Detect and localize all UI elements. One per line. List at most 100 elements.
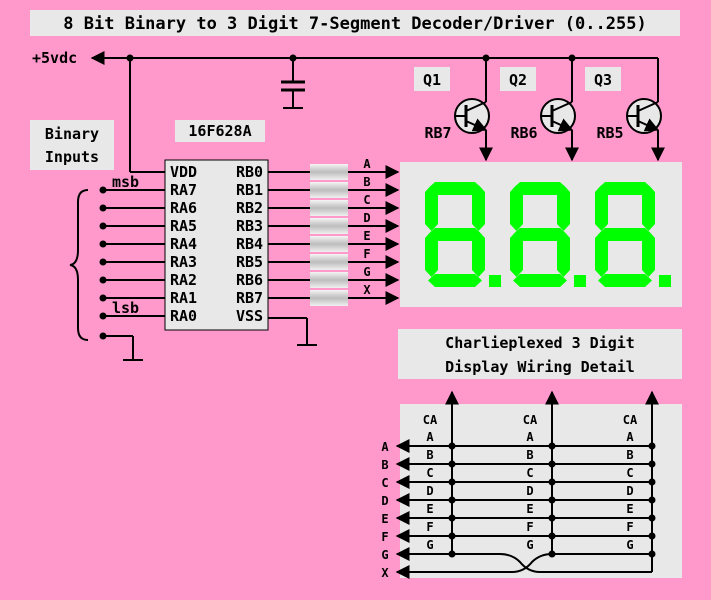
junction-dot	[448, 532, 456, 540]
inputs-label-line1: Binary	[45, 125, 99, 143]
transistor-label: Q1	[423, 71, 441, 89]
resistor	[310, 182, 348, 198]
junction-dot	[448, 496, 456, 504]
input-terminal	[99, 186, 107, 194]
transistor-base-label: RB6	[510, 124, 537, 142]
resistor	[310, 290, 348, 306]
transistor-label: Q3	[594, 71, 612, 89]
detail-row-label: X	[381, 566, 389, 580]
detail-panel	[400, 404, 682, 578]
decimal-point	[659, 275, 671, 287]
chip-pin-ra2: RA2	[170, 271, 197, 289]
junction-dot	[648, 478, 656, 486]
lsb-label: lsb	[112, 299, 139, 317]
digit-pin-label: D	[626, 484, 633, 498]
detail-row-label: G	[381, 548, 388, 562]
chip-pin-ra4: RA4	[170, 235, 197, 253]
chip-pin-rb1: RB1	[236, 181, 263, 199]
chip-pin-rb0: RB0	[236, 163, 263, 181]
chip-pin-rb5: RB5	[236, 253, 263, 271]
segment-line-label: G	[363, 265, 370, 279]
segment-line-label: B	[363, 175, 370, 189]
resistor	[310, 272, 348, 288]
chip-pin-rb7: RB7	[236, 289, 263, 307]
digit-pin-label: A	[426, 430, 434, 444]
supply-label: +5vdc	[32, 49, 77, 67]
detail-row-label: E	[381, 512, 388, 526]
decimal-point	[574, 275, 586, 287]
common-anode-label: CA	[423, 413, 438, 427]
detail-title-line2: Display Wiring Detail	[445, 358, 635, 376]
transistor-base-label: RB5	[596, 124, 623, 142]
junction-dot	[548, 460, 556, 468]
junction-dot	[648, 442, 656, 450]
junction-dot	[648, 532, 656, 540]
chip-pin-ra7: RA7	[170, 181, 197, 199]
inputs-label-line2: Inputs	[45, 148, 99, 166]
input-terminal	[99, 258, 107, 266]
detail-title-box	[398, 329, 682, 379]
segment-line-label: A	[363, 157, 371, 171]
chip-pin-vdd: VDD	[170, 163, 197, 181]
chip-pin-vss: VSS	[236, 307, 263, 325]
digit-pin-label: A	[526, 430, 534, 444]
junction-dot	[448, 478, 456, 486]
digit-pin-label: A	[626, 430, 634, 444]
junction-dot	[448, 460, 456, 468]
chip-pin-ra3: RA3	[170, 253, 197, 271]
junction-dot	[548, 496, 556, 504]
junction-dot	[648, 460, 656, 468]
digit-pin-label: E	[426, 502, 433, 516]
digit-pin-label: G	[426, 538, 433, 552]
chip-pin-rb6: RB6	[236, 271, 263, 289]
resistor	[310, 200, 348, 216]
digit-pin-label: B	[526, 448, 533, 462]
segment-line-label: E	[363, 229, 370, 243]
input-terminal	[99, 240, 107, 248]
binary-inputs-box	[30, 120, 114, 170]
digit-pin-label: C	[626, 466, 633, 480]
detail-row-label: C	[381, 476, 388, 490]
segment-line-label: D	[363, 211, 370, 225]
segment-line-label: X	[363, 283, 371, 297]
decimal-point	[489, 275, 501, 287]
digit-pin-label: C	[426, 466, 433, 480]
segment-line-label: C	[363, 193, 370, 207]
junction-dot	[548, 514, 556, 522]
chip-pin-ra0: RA0	[170, 307, 197, 325]
digit-pin-label: F	[626, 520, 633, 534]
transistor-label: Q2	[509, 71, 527, 89]
digit-pin-label: E	[626, 502, 633, 516]
input-terminal	[99, 294, 107, 302]
junction-dot	[648, 514, 656, 522]
chip-pin-rb2: RB2	[236, 199, 263, 217]
chip-pin-rb3: RB3	[236, 217, 263, 235]
digit-pin-label: G	[526, 538, 533, 552]
digit-pin-label: D	[526, 484, 533, 498]
digit-pin-label: B	[626, 448, 633, 462]
junction-dot	[448, 514, 456, 522]
junction-dot	[548, 442, 556, 450]
digit-pin-label: D	[426, 484, 433, 498]
junction-dot	[648, 496, 656, 504]
junction-dot	[548, 478, 556, 486]
capacitor	[281, 58, 305, 109]
chip-pin-rb4: RB4	[236, 235, 263, 253]
seven-segment-digit	[425, 182, 501, 287]
page-title: 8 Bit Binary to 3 Digit 7-Segment Decode…	[63, 14, 646, 34]
detail-row-label: A	[381, 440, 389, 454]
junction-dot	[548, 532, 556, 540]
chip-label-box	[175, 120, 265, 142]
chip-name: 16F628A	[188, 122, 251, 140]
digit-pin-label: F	[526, 520, 533, 534]
seven-segment-digit	[595, 182, 671, 287]
input-brace	[69, 189, 89, 341]
detail-row-label: F	[381, 530, 388, 544]
segment-line-label: F	[363, 247, 370, 261]
resistor	[310, 218, 348, 234]
detail-row-label: D	[381, 494, 388, 508]
digit-pin-label: C	[526, 466, 533, 480]
